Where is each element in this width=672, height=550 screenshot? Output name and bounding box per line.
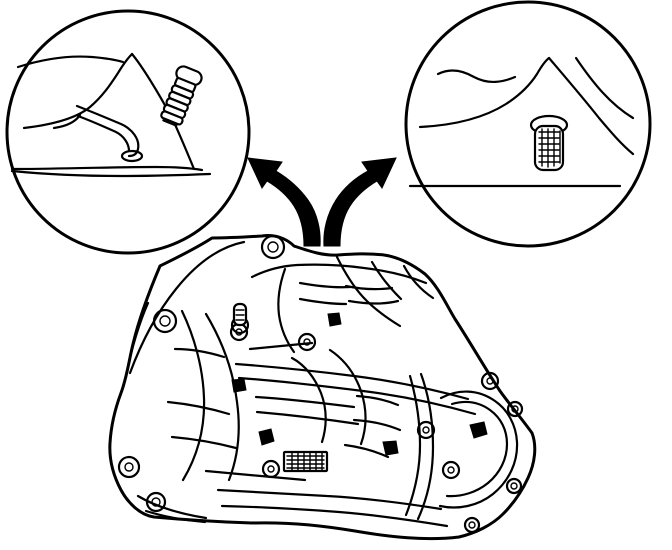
transaxle-housing-icon: [108, 234, 537, 541]
grille-panel: [282, 450, 329, 473]
right-detail-callout-icon: [404, 0, 652, 248]
left-arrow-icon: [247, 157, 321, 247]
right-arrow-icon: [323, 157, 397, 247]
left-detail-callout-icon: [5, 9, 251, 255]
